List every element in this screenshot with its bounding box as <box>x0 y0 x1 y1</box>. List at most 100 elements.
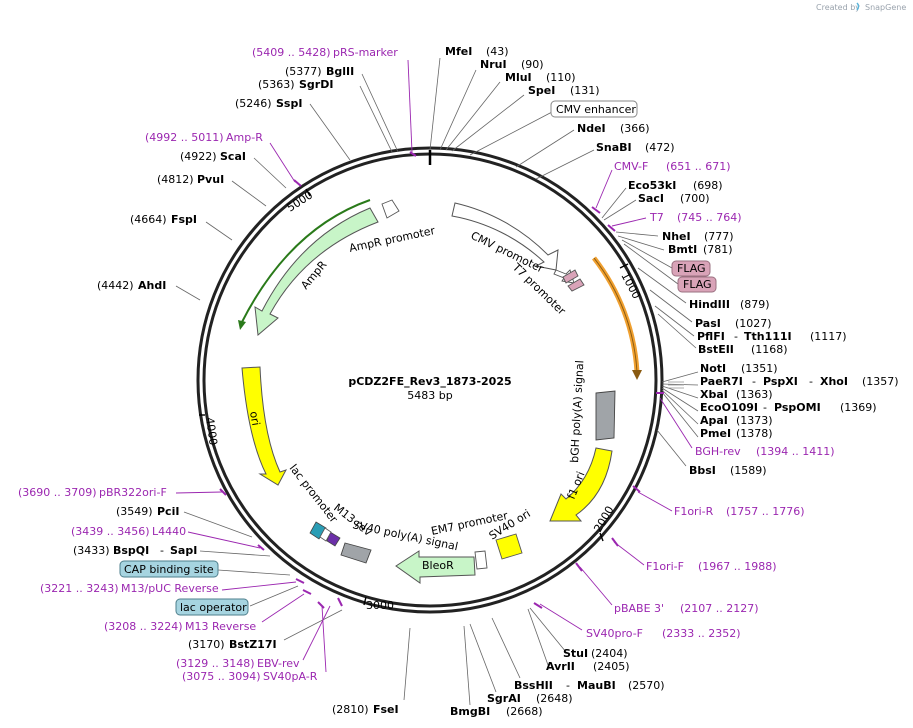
pflfi-label: PflFI <box>697 330 725 343</box>
scai-leader <box>253 157 287 189</box>
noti-pos: (1351) <box>741 362 778 375</box>
ampr-r-site <box>293 179 302 187</box>
m13rev-pos: (3208 .. 3224) <box>104 620 183 633</box>
stui-leader <box>529 607 567 653</box>
avrii-label: AvrII <box>546 660 575 673</box>
pvui-leader <box>231 180 267 207</box>
apai-pos: (1373) <box>736 414 773 427</box>
bglii-label: BglII <box>326 65 354 78</box>
apai-label: ApaI <box>700 414 728 427</box>
hindiii-pos: (879) <box>740 298 770 311</box>
bbsi-pos: (1589) <box>730 464 767 477</box>
cmv-promoter-feature <box>451 202 559 271</box>
spei-label: SpeI <box>528 84 555 97</box>
sspi-label: SspI <box>276 97 302 110</box>
cap-leader <box>217 569 291 576</box>
pbabe3-leader <box>579 566 613 606</box>
flag-box-1-label: FLAG <box>677 262 706 275</box>
maubi-label: MauBI <box>577 679 616 692</box>
ebvrev-pos: (3129 .. 3148) <box>176 657 255 670</box>
tick-label-4000: 4000 <box>203 417 220 447</box>
mcs-leader-bundle <box>661 371 699 438</box>
fspi-label: FspI <box>171 213 197 226</box>
m13puc-leader <box>221 581 297 591</box>
eco0109i-pos: (1369) <box>840 401 877 414</box>
bspqi-leader <box>199 550 271 557</box>
prs-site <box>409 151 417 157</box>
flag1-leader <box>621 239 673 269</box>
hindiii-label: HindIII <box>689 298 730 311</box>
pmei-pos: (1378) <box>736 427 773 440</box>
bmti-label: BmtI <box>668 243 697 256</box>
xhoi-label: XhoI <box>820 375 848 388</box>
mfei-leader <box>429 57 441 151</box>
bbsi-leader <box>656 429 687 467</box>
scai-pos: (4922) <box>180 150 217 163</box>
m13puc-site <box>295 578 305 584</box>
mlui-label: MluI <box>505 71 532 84</box>
pspxi-label: PspXI <box>763 375 798 388</box>
avrii-leader <box>527 608 549 666</box>
scai-label: ScaI <box>220 150 246 163</box>
ebvrev-leader <box>302 605 331 661</box>
flag-feature-1 <box>562 269 579 284</box>
f1-ori-feature <box>549 447 613 522</box>
pcii-leader <box>183 511 253 538</box>
em7-promoter-feature <box>474 550 488 570</box>
paer7i-sep: - <box>752 375 756 388</box>
ahdi-leader <box>175 285 201 301</box>
bgh-polya-feature <box>595 390 616 441</box>
t7-primer-label: T7 <box>649 211 664 224</box>
orf-arrowhead-icon <box>632 370 642 380</box>
bsshii-sep: - <box>566 679 570 692</box>
sgrdi-leader <box>359 85 393 153</box>
f1orif-label: F1ori-F <box>646 560 684 573</box>
bsshii-label: BssHII <box>514 679 553 692</box>
f1orif-pos: (1967 .. 1988) <box>698 560 777 573</box>
nrui-pos: (90) <box>521 58 544 71</box>
tick-label-2000: 2000 <box>591 504 616 535</box>
sv40pa-label: SV40pA-R <box>263 670 318 683</box>
lac-operator-box <box>175 598 249 616</box>
sv40prof-site <box>533 602 543 609</box>
hindiii-leader <box>637 267 687 304</box>
m13puc-label: M13/pUC Reverse <box>121 582 219 595</box>
tick-5000 <box>305 188 311 197</box>
eco0109i-sep: - <box>763 401 767 414</box>
cmvf-pos: (651 .. 671) <box>666 160 731 173</box>
cap-site-feature <box>309 521 327 540</box>
pmei-label: PmeI <box>700 427 731 440</box>
bsshii-pos: (2570) <box>628 679 665 692</box>
bleor-feature <box>395 550 476 584</box>
lac-operator-leader <box>249 585 299 607</box>
ndei-label: NdeI <box>577 122 606 135</box>
plasmid-length: 5483 bp <box>407 389 452 402</box>
pflfi-sep: - <box>734 330 738 343</box>
flag-box-1 <box>671 260 711 277</box>
sv40pa-leader <box>321 605 327 673</box>
cmv-enhancer-box <box>550 100 638 118</box>
fsei-label: FseI <box>373 703 399 716</box>
bghrev-pos: (1394 .. 1411) <box>756 445 835 458</box>
bspqi-label: BspQI <box>113 544 149 557</box>
snabi-leader <box>535 149 595 180</box>
bglii-leader <box>361 73 399 153</box>
sv40prof-label: SV40pro-F <box>586 627 643 640</box>
sspi-pos: (5246) <box>235 97 272 110</box>
pflfi-leader <box>654 305 695 337</box>
saci-pos: (700) <box>680 192 710 205</box>
mlui-leader <box>445 81 501 151</box>
tick-label-3000: 3000 <box>366 599 394 612</box>
fsei-pos: (2810) <box>332 703 369 716</box>
stui-label: StuI <box>563 647 588 660</box>
fspi-pos: (4664) <box>130 213 167 226</box>
mfei-label: MfeI <box>445 45 472 58</box>
sv40-ori-feature <box>495 533 523 560</box>
bleor-label: BleoR <box>422 559 454 572</box>
bghrev-leader <box>659 397 693 449</box>
pbabe3-label: pBABE 3' <box>614 602 664 615</box>
cmv-enhancer-leader <box>469 111 553 156</box>
ampr-feature <box>254 207 379 336</box>
pasi-label: PasI <box>695 317 721 330</box>
